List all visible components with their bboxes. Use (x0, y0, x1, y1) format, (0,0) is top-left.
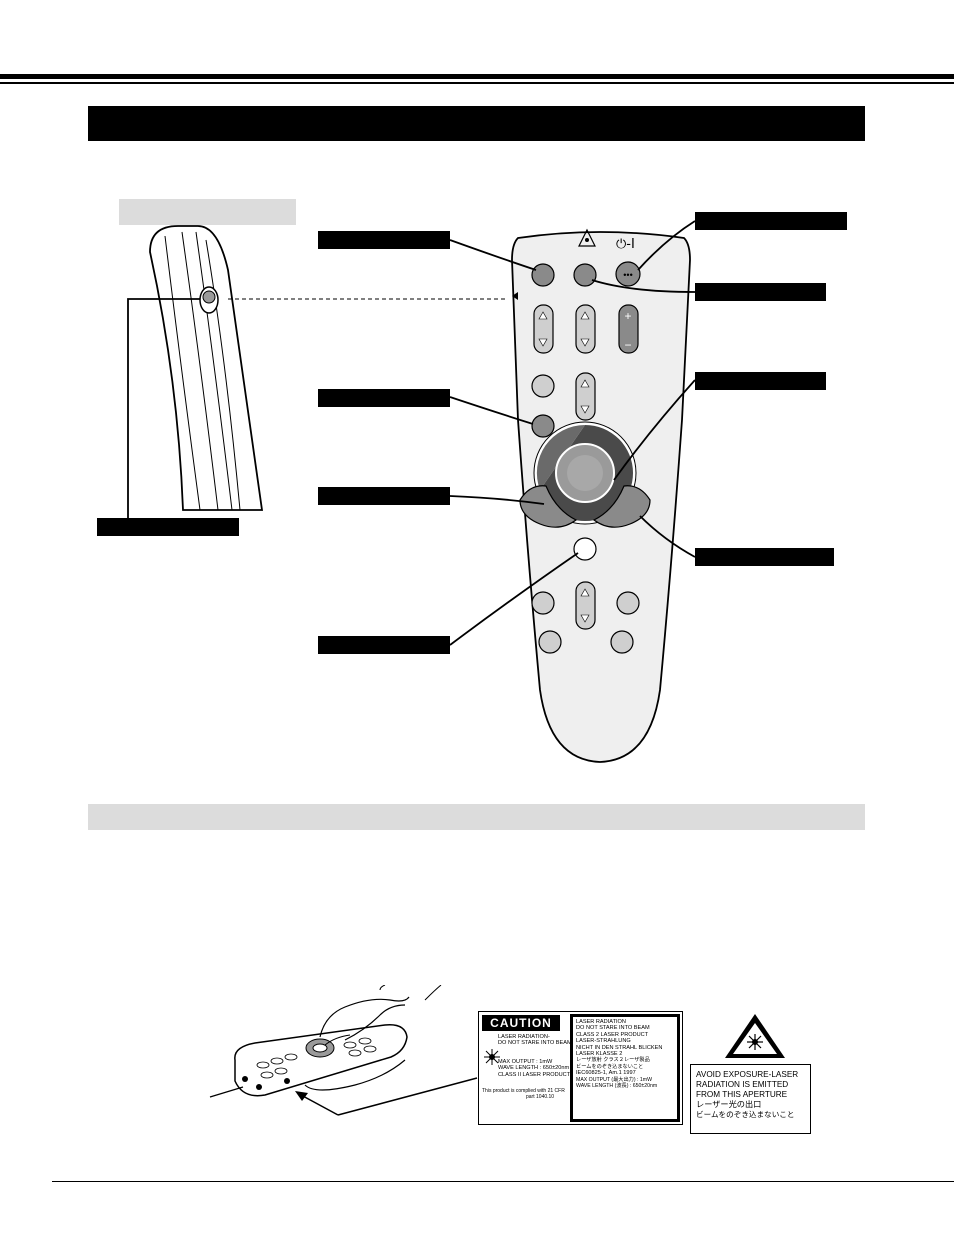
aperture-label: AVOID EXPOSURE-LASER RADIATION IS EMITTE… (690, 1064, 811, 1134)
caution-spec: WAVE LENGTH : 650±20nm (498, 1065, 570, 1072)
caution-right-line: LASER KLASSE 2 (576, 1051, 623, 1058)
svg-text:•••: ••• (623, 270, 632, 280)
caution-right-line: WAVE LENGTH (波長) : 650±20nm (576, 1083, 658, 1090)
hand-remote-illustration (209, 985, 478, 1116)
caution-line: DO NOT STARE INTO BEAM (498, 1040, 572, 1047)
svg-text:−: − (624, 338, 631, 352)
remote-front-view: ⏻-I ••• + − (511, 228, 691, 763)
rocker-middle[interactable] (575, 304, 596, 354)
remote-button-lower-right[interactable] (616, 591, 640, 615)
svg-text:+: + (624, 309, 631, 323)
callout-bar-select (318, 636, 450, 654)
laser-warning-triangle-icon (725, 1014, 785, 1058)
remote-button-lower-left[interactable] (531, 591, 555, 615)
callout-bar-left-click (318, 487, 450, 505)
select-button[interactable] (573, 537, 597, 561)
volume-rocker[interactable] (618, 304, 639, 354)
compliance-line: This product is complied with 21 CFR (482, 1088, 565, 1095)
caution-right-line: CLASS 2 LASER PRODUCT (576, 1031, 649, 1038)
caution-spec: MAX OUTPUT : 1mW (498, 1058, 553, 1065)
laser-pointer-section-bar (88, 804, 865, 830)
top-thick-rule (0, 74, 954, 79)
caution-right-line: LASER-STRAHLUNG (576, 1038, 631, 1045)
callout-leaders (449, 220, 696, 646)
right-click-button[interactable] (592, 485, 651, 528)
aperture-line: レーザー光の出口 (696, 1100, 762, 1109)
caution-right-line: IEC60825-1, Am.1 1997 (576, 1070, 636, 1077)
caution-right-line: レーザ放射 クラス２レーザ製品 (576, 1057, 650, 1064)
caution-right-line: NICHT IN DEN STRAHL BLICKEN (576, 1044, 663, 1051)
caution-right-line: DO NOT STARE INTO BEAM (576, 1025, 650, 1032)
section-title-bar (88, 106, 865, 141)
rocker-lower[interactable] (575, 372, 596, 421)
footer-rule (52, 1181, 954, 1182)
remote-button-dark[interactable] (531, 414, 555, 438)
rocker-bottom[interactable] (575, 581, 596, 630)
caution-line: LASER RADIATION- (498, 1034, 550, 1040)
caution-right-line: LASER RADIATION (576, 1019, 626, 1025)
caution-spec: CLASS II LASER PRODUCT (498, 1071, 571, 1078)
remote-button-light[interactable] (531, 374, 555, 398)
power-button[interactable] (615, 261, 641, 287)
callout-bar-laser-indicator (695, 283, 826, 301)
callout-bar-laser (318, 231, 450, 249)
svg-text:⏻-I: ⏻-I (616, 237, 635, 252)
callout-bar-selector (97, 518, 239, 536)
remote-button-bottom-right[interactable] (610, 630, 634, 654)
remote-button-1[interactable] (531, 263, 555, 287)
rocker-left[interactable] (533, 304, 554, 354)
laser-starburst-icon (484, 1048, 500, 1065)
callout-bar-menu (318, 389, 450, 407)
caution-right-line: MAX OUTPUT (最大出力) : 1mW (576, 1076, 652, 1083)
callout-bar-right-click (695, 548, 834, 566)
laser-symbol-icon (578, 228, 596, 247)
callout-bar-pointer (695, 372, 826, 390)
aperture-line: ビームをのぞき込まないこと (696, 1110, 795, 1119)
aperture-line: FROM THIS APERTURE (696, 1090, 788, 1099)
caution-right-panel: LASER RADIATION DO NOT STARE INTO BEAM C… (570, 1014, 680, 1122)
caution-label-card: CAUTION LASER RADIATION- DO NOT STARE IN… (478, 1011, 683, 1125)
laser-button[interactable] (573, 263, 597, 287)
aperture-line: AVOID EXPOSURE-LASER (696, 1070, 799, 1079)
remote-control-diagram: ⏻-I ••• + − (127, 220, 696, 763)
caution-right-line: ビームをのぞき込まないこと (576, 1063, 644, 1070)
compliance-line: part 1040.10 (526, 1094, 555, 1101)
caution-left-panel: CAUTION LASER RADIATION- DO NOT STARE IN… (482, 1015, 572, 1121)
left-click-button[interactable] (519, 485, 578, 528)
remote-button-bottom-left[interactable] (538, 630, 562, 654)
aperture-line: RADIATION IS EMITTED (696, 1080, 789, 1089)
caution-title: CAUTION (482, 1015, 560, 1031)
top-thin-rule (0, 82, 954, 84)
remote-side-view (127, 225, 506, 520)
callout-bar-power (695, 212, 847, 230)
side-view-tab (119, 199, 296, 225)
